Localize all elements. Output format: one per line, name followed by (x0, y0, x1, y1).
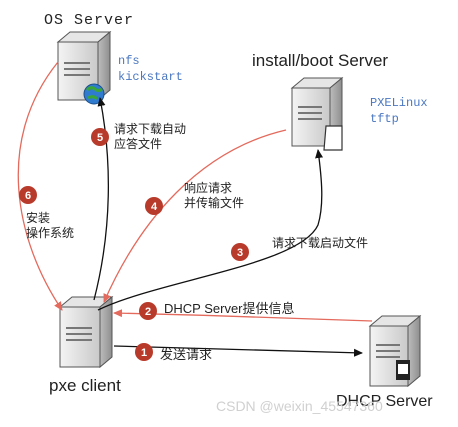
os-server-icon (56, 30, 112, 105)
os-server-title: OS Server (44, 12, 135, 29)
step-badge-3: 3 (231, 243, 249, 261)
step-badge-5: 5 (91, 128, 109, 146)
step-badge-2: 2 (139, 302, 157, 320)
boot-server-item-pxelinux: PXELinux (370, 96, 428, 110)
step-4-label-line-1: 响应请求 (184, 181, 233, 195)
step-badge-2-number: 2 (145, 306, 151, 318)
dhcp-server-title: DHCP Server (336, 393, 433, 410)
step-2-label: DHCP Server提供信息 (164, 301, 295, 316)
arrow-step-3 (97, 149, 324, 311)
step-6-label-line-2: 操作系统 (26, 226, 75, 240)
arrow-step-6 (17, 61, 63, 311)
step-5-label-line-1: 请求下载自动 (114, 122, 187, 136)
step-badge-4-number: 4 (151, 201, 158, 213)
step-badge-1: 1 (135, 343, 153, 361)
step-5-label: 请求下载自动 应答文件 (114, 122, 186, 152)
watermark: CSDN @weixin_45547360 (216, 398, 383, 414)
os-server-item-nfs: nfs (118, 54, 140, 68)
step-badge-4: 4 (145, 197, 163, 215)
boot-server-title: install/boot Server (252, 51, 389, 70)
step-badge-1-number: 1 (141, 347, 147, 359)
step-badge-5-number: 5 (97, 132, 103, 144)
step-badge-3-number: 3 (237, 247, 243, 259)
boot-server-icon (290, 76, 344, 151)
step-6-label: 安装 操作系统 (26, 211, 74, 241)
arrow-step-4 (103, 129, 287, 303)
step-badge-6-number: 6 (25, 190, 31, 202)
step-5-label-line-2: 应答文件 (114, 137, 163, 151)
pxe-client-title: pxe client (49, 376, 121, 395)
os-server-item-kickstart: kickstart (118, 70, 183, 84)
step-4-label-line-2: 并传输文件 (184, 196, 245, 210)
step-4-label: 响应请求 并传输文件 (184, 181, 244, 211)
step-6-label-line-1: 安装 (26, 211, 51, 225)
step-badge-6: 6 (19, 186, 37, 204)
arrow-step-1 (113, 345, 363, 357)
dhcp-server-icon (368, 314, 422, 388)
arrow-step-5 (93, 97, 110, 301)
step-3-label: 请求下载启动文件 (272, 236, 369, 250)
boot-server-item-tftp: tftp (370, 112, 399, 126)
step-1-label: 发送请求 (160, 347, 213, 362)
